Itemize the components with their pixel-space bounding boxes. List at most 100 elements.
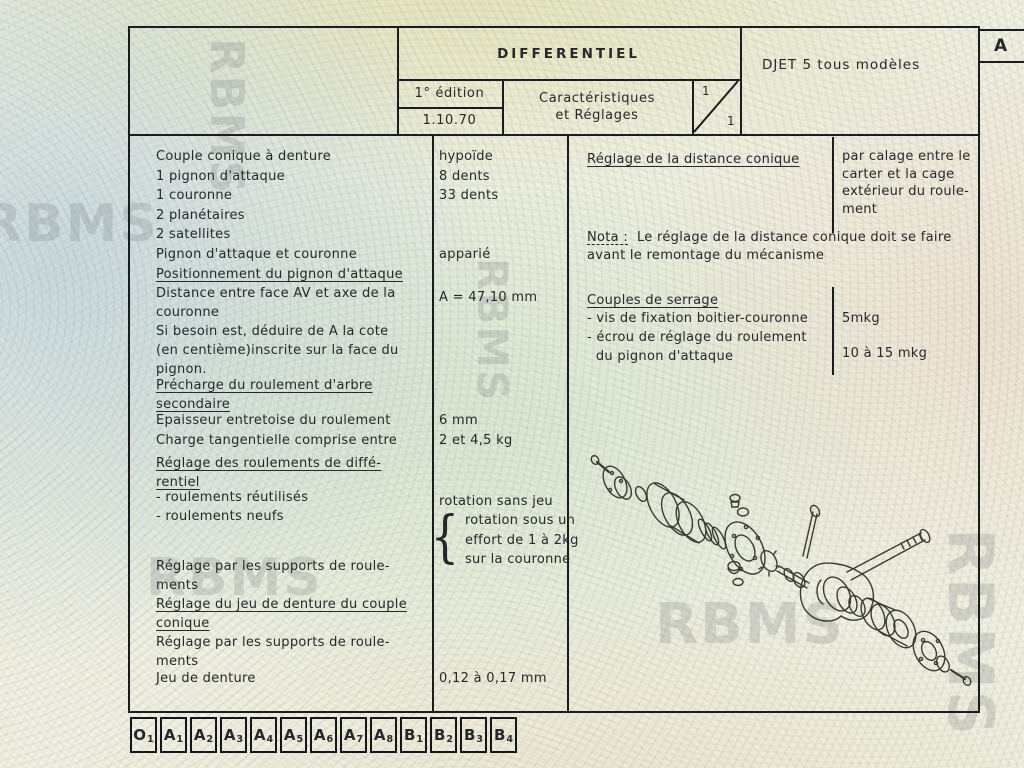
value-roulements-reutilises: rotation sans jeu: [439, 494, 553, 509]
header-divider: [397, 107, 502, 109]
cell-calage: par calage entre le carter et la cage ex…: [842, 149, 971, 217]
item-jeu-denture: Jeu de denture: [156, 671, 256, 686]
index-tab-subscript: 1: [416, 733, 424, 745]
spec-sheet-table: DIFFERENTIEL 1° édition 1.10.70 Caractér…: [128, 26, 980, 713]
page-count-diagonal: [693, 80, 739, 133]
spec-value: 8 dents: [439, 168, 490, 184]
section-head-distance-conique: Réglage de la distance conique: [587, 152, 800, 167]
section-head-precharge: Précharge du roulement d'arbre secondair…: [156, 378, 373, 412]
spec-label: Epaisseur entretoise du roulement: [156, 413, 391, 428]
index-tab-subscript: 2: [206, 733, 214, 745]
brace-glyph: {: [430, 505, 460, 570]
value-roulements-neufs: rotation sous un effort de 1 à 2kg sur l…: [464, 513, 579, 567]
header-divider: [502, 79, 504, 134]
index-tab: A 8: [370, 717, 397, 753]
index-tab: B 1: [400, 717, 427, 753]
value-distance: A = 47,10 mm: [439, 290, 538, 305]
spec-row: 1 pignon d'attaque 8 dents: [156, 167, 560, 187]
index-tab: A 2: [190, 717, 217, 753]
spec-value: hypoïde: [439, 149, 494, 164]
watermark: RBMS: [934, 528, 1007, 738]
watermark: RBMS: [468, 258, 517, 403]
section-head-reglage-roulements: Réglage des roulements de diffé- rentiel: [156, 456, 382, 490]
index-tab-subscript: 2: [446, 733, 454, 745]
section-head-couples-serrage: Couples de serrage: [587, 293, 719, 308]
spec-row: Couple conique à denture hypoïde: [156, 147, 560, 167]
nota-line2: avant le remontage du mécanisme: [587, 248, 825, 263]
para-supports-2: Réglage par les supports de roule- ments: [156, 635, 390, 669]
spec-group-precharge: Epaisseur entretoise du roulement 6 mm C…: [156, 411, 560, 450]
item-vis-fixation: - vis de fixation boitier-couronne: [587, 311, 809, 326]
index-tab-letter: A: [223, 726, 236, 744]
header-separator-line: [130, 134, 978, 136]
index-tab-letter: B: [403, 726, 416, 744]
corner-letter: A: [994, 36, 1008, 56]
index-tab: A 3: [220, 717, 247, 753]
body-center-divider: [567, 134, 569, 713]
page-number: 1: [702, 84, 710, 98]
index-tab-letter: B: [433, 726, 446, 744]
item-ecrou-reglage: - écrou de réglage du roulement du pigno…: [587, 330, 807, 364]
spec-label: 1 pignon d'attaque: [156, 168, 285, 184]
spec-label: 1 couronne: [156, 188, 233, 203]
nota-block: Nota : Le réglage de la distance conique…: [587, 229, 1024, 265]
header-divider: [397, 79, 742, 81]
watermark: RBMS: [146, 548, 323, 608]
edition-label: 1° édition: [414, 85, 485, 101]
differential-exploded-drawing: [590, 455, 972, 686]
index-tab-subscript: 4: [266, 733, 274, 745]
section-head-positionnement: Positionnement du pignon d'attaque: [156, 267, 403, 282]
document-title: DIFFERENTIEL: [497, 46, 640, 62]
index-tab-subscript: 1: [147, 733, 154, 745]
spec-value: 2 et 4,5 kg: [439, 432, 513, 448]
right-cell-divider: [832, 137, 834, 233]
spec-value: 6 mm: [439, 413, 478, 428]
value-ecrou-reglage: 10 à 15 mkg: [842, 346, 928, 361]
spec-group-couple-conique: Couple conique à denture hypoïde 1 pigno…: [156, 147, 560, 264]
header-divider: [692, 79, 694, 134]
index-tab: O 1: [130, 717, 157, 753]
edition-date: 1.10.70: [422, 113, 477, 128]
watermark: RBMS: [0, 194, 159, 254]
para-supports-1: Réglage par les supports de roule- ments: [156, 559, 390, 593]
torque-cell-divider: [832, 287, 834, 375]
section-head-jeu-denture: Réglage du jeu de denture du couple coni…: [156, 597, 407, 631]
body-column-divider: [432, 134, 434, 713]
index-tab: A 1: [160, 717, 187, 753]
para-distance: Distance entre face AV et axe de la cour…: [156, 286, 399, 377]
index-tab-letter: B: [493, 726, 506, 744]
spec-label: Charge tangentielle comprise entre: [156, 432, 398, 448]
index-tab: B 3: [460, 717, 487, 753]
header-divider: [740, 28, 742, 134]
index-tab-subscript: 8: [386, 733, 394, 745]
index-tab-subscript: 7: [356, 733, 364, 745]
spec-label: 2 satellites: [156, 227, 231, 242]
header-divider: [397, 28, 399, 134]
nota-label: Nota :: [587, 230, 629, 245]
index-tab-subscript: 1: [176, 733, 184, 745]
index-tab-letter: A: [343, 726, 356, 744]
spec-row: Epaisseur entretoise du roulement 6 mm: [156, 411, 560, 431]
spec-label: Couple conique à denture: [156, 149, 332, 164]
value-roulements-neufs-group: { rotation sous un effort de 1 à 2kg sur…: [427, 505, 579, 570]
spec-value: 33 dents: [439, 188, 499, 203]
index-tab-letter: A: [283, 726, 296, 744]
index-tab-subscript: 5: [296, 733, 304, 745]
section-subtitle: Caractéristiques et Réglages: [539, 90, 655, 123]
index-tab: B 2: [430, 717, 457, 753]
spec-row: 1 couronne 33 dents: [156, 186, 560, 206]
index-tab-letter: B: [463, 726, 476, 744]
index-tab-letter: A: [253, 726, 266, 744]
index-tab-letter: A: [163, 726, 176, 744]
nota-line1: Le réglage de la distance conique doit s…: [636, 230, 952, 245]
index-tab-subscript: 4: [506, 733, 514, 745]
index-tab-subscript: 3: [476, 733, 484, 745]
index-tab-letter: A: [193, 726, 206, 744]
index-tab: A 5: [280, 717, 307, 753]
index-tab: B 4: [490, 717, 517, 753]
index-tab: A 6: [310, 717, 337, 753]
page-total: 1: [727, 114, 735, 128]
watermark: RBMS: [655, 592, 845, 657]
index-tab: A 7: [340, 717, 367, 753]
